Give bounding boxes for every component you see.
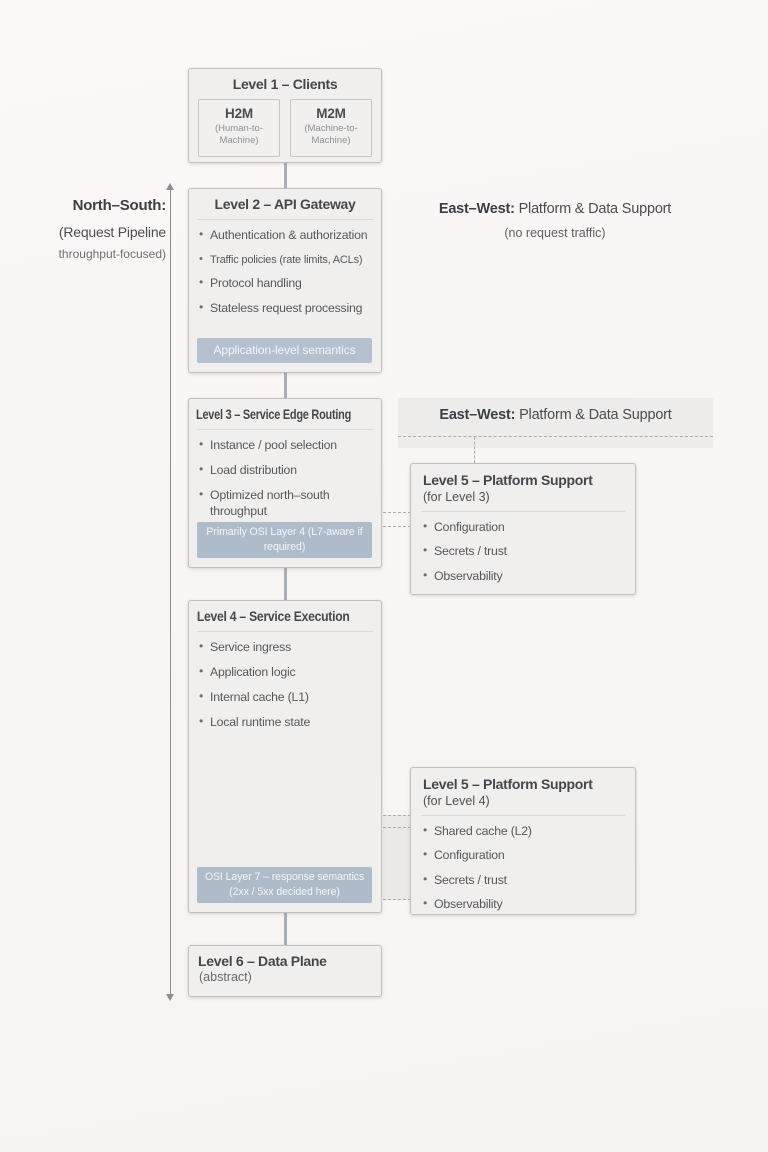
h2m-abbr: H2M <box>225 106 253 121</box>
east-west-band-title-bold: East–West: <box>439 407 516 423</box>
level3-badge: Primarily OSI Layer 4 (L7-aware if requi… <box>197 522 372 558</box>
connector-l1-l2 <box>284 163 287 189</box>
level5-for3-bullet-list: ConfigurationSecrets / trustObservabilit… <box>411 519 635 585</box>
level2-title: Level 2 – API Gateway <box>214 196 356 212</box>
east-west-band: East–West: Platform & Data Support <box>398 398 713 448</box>
level1-title: Level 1 – Clients <box>232 76 338 92</box>
north-south-title: North–South: <box>72 197 167 214</box>
bullet-item: Shared cache (L2) <box>421 823 625 840</box>
north-south-label: North–South: (Request Pipeline throughpu… <box>14 197 167 261</box>
east-west-top-subtitle: (no request traffic) <box>504 226 606 240</box>
level2-api-gateway-box: Level 2 – API Gateway Authentication & a… <box>188 188 382 373</box>
level1-clients-box: Level 1 – Clients H2M (Human-to-Machine)… <box>188 68 382 163</box>
bullet-item: Load distribution <box>197 462 375 479</box>
level5-platform-support-for-l3-box: Level 5 – Platform Support (for Level 3)… <box>410 463 636 595</box>
divider <box>197 219 373 220</box>
east-west-top-label: East–West: Platform & Data Support (no r… <box>396 201 714 240</box>
level2-bullet-list: Authentication & authorizationTraffic po… <box>189 227 381 317</box>
bullet-item: Configuration <box>421 519 625 536</box>
north-south-arrow-line <box>170 190 171 994</box>
bullet-item: Traffic policies (rate limits, ACLs) <box>197 252 375 267</box>
bullet-item: Configuration <box>421 847 625 864</box>
connector-l3-l4 <box>284 568 287 601</box>
dashed-connector-l4-l5 <box>383 899 411 900</box>
east-west-band-title-rest: Platform & Data Support <box>515 407 672 423</box>
level5-for4-bullet-list: Shared cache (L2) ConfigurationSecrets / … <box>411 823 635 913</box>
bullet-item: Secrets / trust <box>421 543 625 560</box>
level6-data-plane-box: Level 6 – Data Plane (abstract) <box>188 945 382 997</box>
dashed-connector-l3-l5 <box>383 526 411 527</box>
connector-l4-l6 <box>284 913 287 946</box>
dashed-connector-l4-l5 <box>383 827 411 828</box>
east-west-band-title: East–West: Platform & Data Support <box>398 398 713 423</box>
band-dashed-line <box>398 436 713 437</box>
level5-for4-subtitle: (for Level 4) <box>423 794 490 808</box>
client-row: H2M (Human-to-Machine) M2M (Machine-to-M… <box>189 99 381 157</box>
level4-title: Level 4 – Service Execution <box>196 608 350 624</box>
level3-service-edge-routing-box: Level 3 – Service Edge Routing Instance … <box>188 398 382 568</box>
m2m-abbr: M2M <box>316 106 346 121</box>
dashed-connector-l4-l5 <box>383 815 411 816</box>
level3-bullet-list: Instance / pool selectionLoad distributi… <box>189 437 381 520</box>
bullet-item: Service ingress <box>197 639 375 656</box>
bullet-item: Application logic <box>197 664 375 681</box>
bullet-item: Secrets / trust <box>421 872 625 889</box>
bullet-item: Authentication & authorization <box>197 227 375 244</box>
level6-title: Level 6 – Data Plane <box>198 953 327 969</box>
level4-badge: OSI Layer 7 – response semantics (2xx / … <box>197 867 372 903</box>
level4-bullet-list: Service ingressApplication logicInternal… <box>189 639 381 731</box>
level3-title: Level 3 – Service Edge Routing <box>196 406 352 422</box>
level5-for4-title: Level 5 – Platform Support <box>423 776 593 792</box>
band-to-level5-dashed-connector <box>474 437 475 463</box>
level5-for3-subtitle: (for Level 3) <box>423 490 490 504</box>
east-west-top-title-bold: East–West: <box>438 201 515 217</box>
level6-subtitle: (abstract) <box>199 970 252 984</box>
divider <box>421 511 625 512</box>
h2m-client-box: H2M (Human-to-Machine) <box>198 99 280 157</box>
divider <box>421 815 625 816</box>
bullet-item: Local runtime state <box>197 714 375 731</box>
bullet-item: Stateless request processing <box>197 300 375 317</box>
m2m-client-box: M2M (Machine-to-Machine) <box>290 99 372 157</box>
level2-badge: Application-level semantics <box>197 338 372 363</box>
level5-for3-title: Level 5 – Platform Support <box>423 472 593 488</box>
north-south-subtitle-2: throughput-focused) <box>58 247 166 261</box>
h2m-full-name: (Human-to-Machine) <box>214 123 264 147</box>
m2m-full-name: (Machine-to-Machine) <box>304 123 358 147</box>
arrow-down-icon <box>166 994 174 1001</box>
connector-l2-l3 <box>284 373 287 399</box>
east-west-top-title-rest: Platform & Data Support <box>514 201 672 217</box>
bullet-item: Observability <box>421 896 625 913</box>
north-south-subtitle-1: (Request Pipeline <box>58 224 166 240</box>
east-west-top-title: East–West: Platform & Data Support <box>396 201 714 217</box>
level4-service-execution-box: Level 4 – Service Execution Service ingr… <box>188 600 382 913</box>
bullet-item: Optimized north–south throughput <box>197 487 375 520</box>
divider <box>197 429 373 430</box>
connector-strip-l4-l5 <box>383 815 411 900</box>
level5-platform-support-for-l4-box: Level 5 – Platform Support (for Level 4)… <box>410 767 636 915</box>
bullet-item: Observability <box>421 568 625 585</box>
bullet-item: Instance / pool selection <box>197 437 375 454</box>
bullet-item: Protocol handling <box>197 275 375 292</box>
arrow-up-icon <box>166 183 174 190</box>
bullet-item: Internal cache (L1) <box>197 689 375 706</box>
dashed-connector-l3-l5 <box>383 512 411 513</box>
divider <box>197 631 373 632</box>
